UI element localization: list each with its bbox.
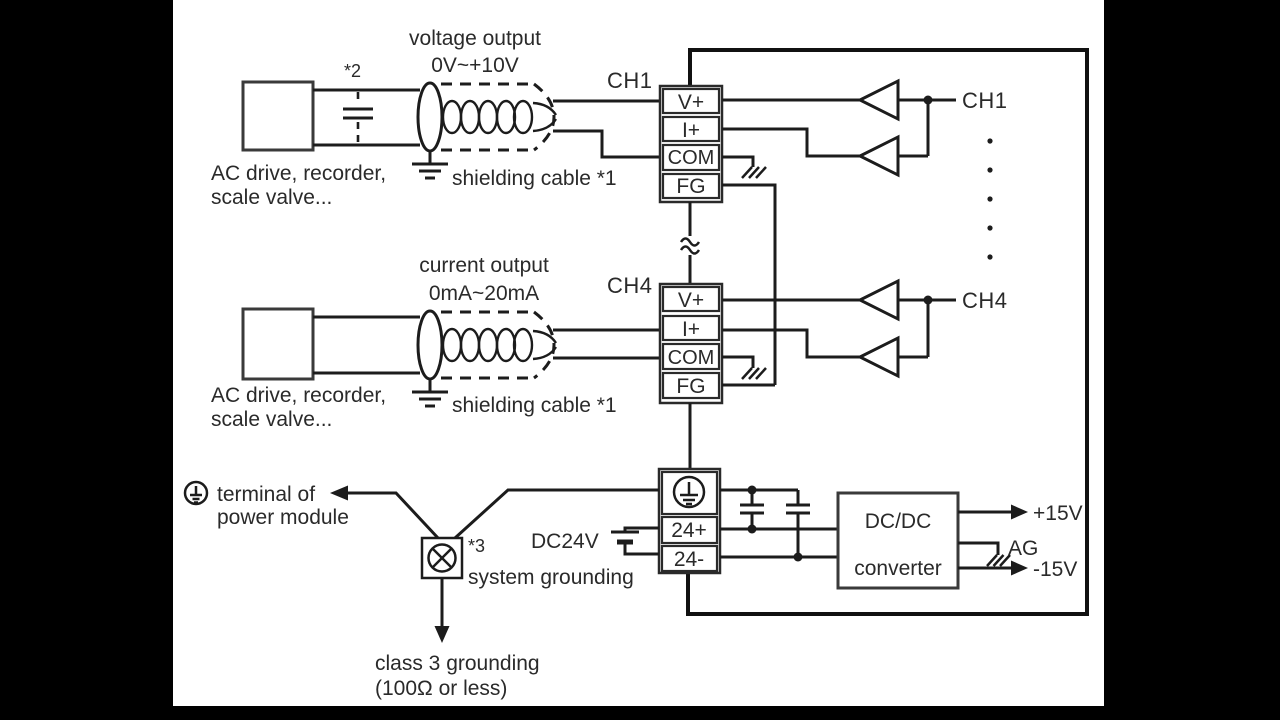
ch1-junction-dot xyxy=(923,95,933,105)
dcdc-converter-box xyxy=(836,491,960,590)
channel1-section: *2 voltage output 0V~+10V CH1 AC xyxy=(211,27,1008,385)
ch4-output-type-label: current output xyxy=(419,254,549,277)
ch4-com-wire xyxy=(722,355,755,368)
ch1-note-label: *2 xyxy=(344,61,361,81)
down-arrowhead xyxy=(434,626,450,643)
terminal-note-line2: power module xyxy=(217,506,349,529)
ch4-cable-label: shielding cable *1 xyxy=(452,394,617,417)
wire-break-icon xyxy=(679,202,701,284)
ch1-output-range-label: 0V~+10V xyxy=(431,54,519,77)
letterbox-left xyxy=(0,0,173,720)
ch4-terminal-iplus: I+ xyxy=(682,318,700,341)
class3-label-line1: class 3 grounding xyxy=(375,652,540,675)
supply-voltage-label: DC24V xyxy=(531,530,599,553)
ch1-chassis-ground-icon xyxy=(741,166,767,179)
ag-wire xyxy=(958,541,1000,555)
channel4-section: current output 0mA~20mA CH4 AC drive, re… xyxy=(211,254,1008,469)
ch1-device-label-line1: AC drive, recorder, xyxy=(211,162,386,185)
dcdc-label-line2: converter xyxy=(854,557,942,580)
ag-label: AG xyxy=(1008,537,1038,560)
right-arrowhead xyxy=(1011,504,1028,520)
ch4-external-device-box xyxy=(241,307,315,381)
plus15-label: +15V xyxy=(1033,502,1083,525)
ch1-iplus-wire xyxy=(722,127,860,158)
ch4-terminal-vplus: V+ xyxy=(678,289,704,312)
terminal-24minus: 24- xyxy=(674,548,704,571)
class3-label-line2: (100Ω or less) xyxy=(375,677,507,700)
ch4-output-range-label: 0mA~20mA xyxy=(429,282,539,305)
ch4-iplus-wire xyxy=(722,328,860,359)
ch1-external-device-box xyxy=(241,80,315,152)
ch1-wire-to-com xyxy=(553,129,662,159)
battery-icon xyxy=(611,526,659,556)
ch1-fg-wire xyxy=(722,183,777,385)
system-ground-label: system grounding xyxy=(468,566,634,589)
ch1-cable-label: shielding cable *1 xyxy=(452,167,617,190)
ag-chassis-ground-icon xyxy=(986,554,1011,567)
system-ground-to-terminal-wire xyxy=(342,491,440,540)
ch1-terminal-block: V+ I+ COM FG xyxy=(658,84,724,204)
ch1-device-label-line2: scale valve... xyxy=(211,186,332,209)
terminal-note-line1: terminal of xyxy=(217,483,315,506)
ch4-device-label-line1: AC drive, recorder, xyxy=(211,384,386,407)
ch4-internal-label: CH4 xyxy=(962,288,1008,313)
ch4-earth-ground-icon xyxy=(412,379,448,408)
channel-ellipsis-dots xyxy=(987,138,993,260)
ch1-output-type-label: voltage output xyxy=(409,27,541,50)
ch1-internal-label: CH1 xyxy=(962,88,1008,113)
ch1-capacitor-icon xyxy=(343,92,373,143)
ch1-coil-loop xyxy=(512,99,534,135)
system-ground-icon xyxy=(420,536,464,580)
ch1-cable-shield-cap xyxy=(533,82,556,152)
right-arrowhead xyxy=(1011,560,1028,576)
letterbox-right xyxy=(1104,0,1280,720)
ch4-chassis-ground-icon xyxy=(741,367,767,380)
module-outline xyxy=(686,48,1089,616)
ch1-terminal-iplus: I+ xyxy=(682,119,700,142)
left-arrowhead xyxy=(330,485,348,501)
fg-to-system-ground-wire xyxy=(453,488,659,540)
ch4-device-label-line2: scale valve... xyxy=(211,408,332,431)
capacitor-icon xyxy=(786,490,810,557)
power-section: 24+ 24- terminal of power module *3 syst… xyxy=(183,467,1083,700)
ch4-terminal-fg: FG xyxy=(676,375,705,398)
ch1-terminal-com: COM xyxy=(668,147,715,169)
letterbox-bottom xyxy=(0,706,1280,720)
ch4-cable-exit xyxy=(532,329,558,361)
system-ground-note: *3 xyxy=(468,536,485,556)
ch1-terminal-fg: FG xyxy=(676,175,705,198)
ch4-terminal-title: CH4 xyxy=(607,273,653,298)
ch4-junction-dot xyxy=(923,295,933,305)
dcdc-label-line1: DC/DC xyxy=(865,510,932,533)
minus15-label: -15V xyxy=(1033,558,1077,581)
protective-earth-icon xyxy=(672,475,706,509)
ch4-cable-shield-cap xyxy=(533,310,556,380)
ch4-shielded-cable xyxy=(416,309,558,381)
ch4-terminal-block: V+ I+ COM FG xyxy=(658,282,724,405)
ch4-coil-loop xyxy=(512,327,534,363)
power-module-terminal-icon xyxy=(183,480,209,506)
ch1-terminal-vplus: V+ xyxy=(678,91,704,114)
ch4-terminal-com: COM xyxy=(668,347,715,369)
ch1-com-wire xyxy=(722,155,755,167)
terminal-24plus: 24+ xyxy=(671,519,707,542)
ch1-cable-exit xyxy=(532,101,558,133)
power-terminal-block: 24+ 24- xyxy=(657,467,722,575)
ch1-terminal-title: CH1 xyxy=(607,68,653,93)
ch1-earth-ground-icon xyxy=(412,151,448,180)
